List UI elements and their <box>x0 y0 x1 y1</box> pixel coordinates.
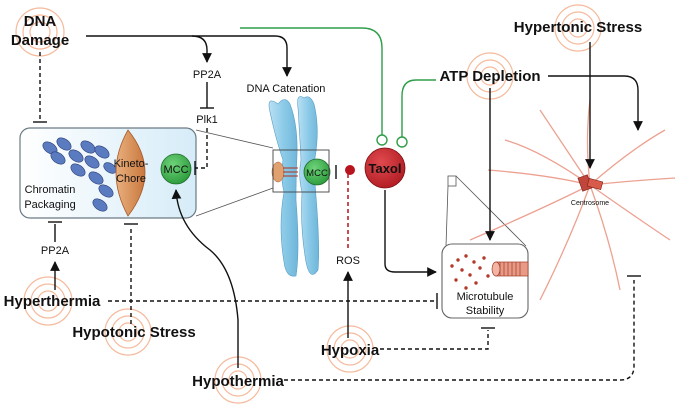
hypothermia-label: Hypothermia <box>192 373 284 390</box>
plk1-label: Plk1 <box>196 114 217 126</box>
dna-damage-label-2: Damage <box>11 32 69 49</box>
mcc-left-circle <box>160 153 192 185</box>
hyperthermia-label: Hyperthermia <box>4 293 101 310</box>
pathway-edges <box>33 35 643 381</box>
taxol-label: Taxol <box>369 161 402 176</box>
chromatin-label-1: Chromatin <box>25 184 76 196</box>
dna-damage-label-1: DNA <box>24 13 57 30</box>
chromatin-label-2: Packaging <box>24 199 75 211</box>
centrosome-label: Centrosome <box>571 200 609 207</box>
pp2a-left-label: PP2A <box>41 245 70 257</box>
mediator-labels: PP2A Plk1 PP2A ROS DNA Catenation <box>41 69 360 267</box>
microtubule-label-2: Stability <box>466 305 505 317</box>
ring-hypertonic <box>554 4 602 52</box>
tubulin-dimers <box>450 254 490 290</box>
mcc-right-label: MCC <box>306 168 328 179</box>
microtubule-panel: Microtubule Stability <box>441 175 529 319</box>
kinetochore-label-1: Kineto- <box>114 158 149 170</box>
zoom-lines <box>195 129 274 217</box>
atp-depletion-label: ATP Depletion <box>439 68 540 85</box>
ring-hypoxia <box>326 325 374 373</box>
taxol-activation-lines <box>240 27 436 148</box>
kinetochore-label-2: Chore <box>116 173 146 185</box>
microtubule-label-1: Microtubule <box>457 291 514 303</box>
hypertonic-stress-label: Hypertonic Stress <box>514 19 642 36</box>
pp2a-top-label: PP2A <box>193 69 222 81</box>
stress-rings <box>15 4 602 404</box>
nucleosome-cluster <box>42 137 117 212</box>
ros-label: ROS <box>336 255 360 267</box>
dna-catenation-label: DNA Catenation <box>247 83 326 95</box>
stress-labels: DNA Damage Hypertonic Stress ATP Depleti… <box>4 13 643 390</box>
centrosome-body: Centrosome <box>571 174 609 207</box>
hypoxia-label: Hypoxia <box>321 342 380 359</box>
mcc-left-label: MCC <box>163 164 188 176</box>
ros-inhibition <box>345 165 355 248</box>
ring-hypotonic <box>104 308 152 356</box>
taxol-node: Taxol <box>364 147 406 189</box>
chromatin-packaging-panel: Chromatin Packaging Kineto- Chore MCC <box>19 127 197 219</box>
microtubule-filament <box>491 261 529 277</box>
hypotonic-stress-label: Hypotonic Stress <box>72 324 195 341</box>
chromosome: MCC <box>268 96 331 277</box>
ring-hyperthermia <box>23 276 73 326</box>
kinetochore-shape <box>115 129 146 217</box>
